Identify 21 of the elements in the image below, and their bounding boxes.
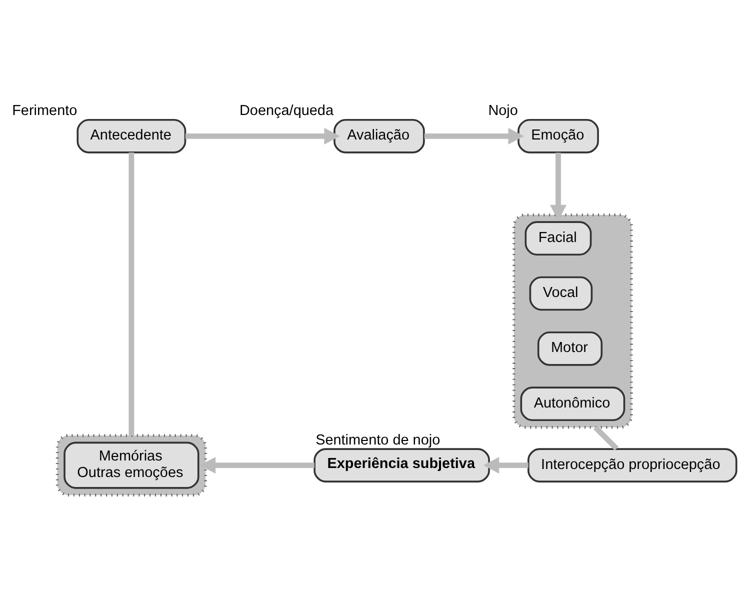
node-box: Autonômico xyxy=(520,386,626,420)
node-box: Avaliação xyxy=(334,118,425,153)
node-box: Vocal xyxy=(529,276,593,310)
connector xyxy=(128,152,134,435)
node-label: Sentimento de nojo xyxy=(316,432,440,448)
node-label: Ferimento xyxy=(12,102,78,119)
node-box: Interocepção propriocepção xyxy=(528,448,738,482)
node-box: Experiência subjetiva xyxy=(314,448,490,482)
arrow xyxy=(185,127,340,144)
node-label: Doença/queda xyxy=(240,102,334,119)
cluster xyxy=(56,434,207,496)
arrow xyxy=(424,127,524,144)
node-box: Memórias Outras emoções xyxy=(64,441,200,488)
node-box: Facial xyxy=(524,220,592,256)
node-label: Nojo xyxy=(488,102,518,119)
cluster xyxy=(512,212,633,428)
node-box: Emoção xyxy=(518,118,599,153)
node-box: Motor xyxy=(537,330,603,366)
node-box: Antecedente xyxy=(76,118,186,153)
connector xyxy=(593,424,619,450)
arrow xyxy=(483,456,528,474)
